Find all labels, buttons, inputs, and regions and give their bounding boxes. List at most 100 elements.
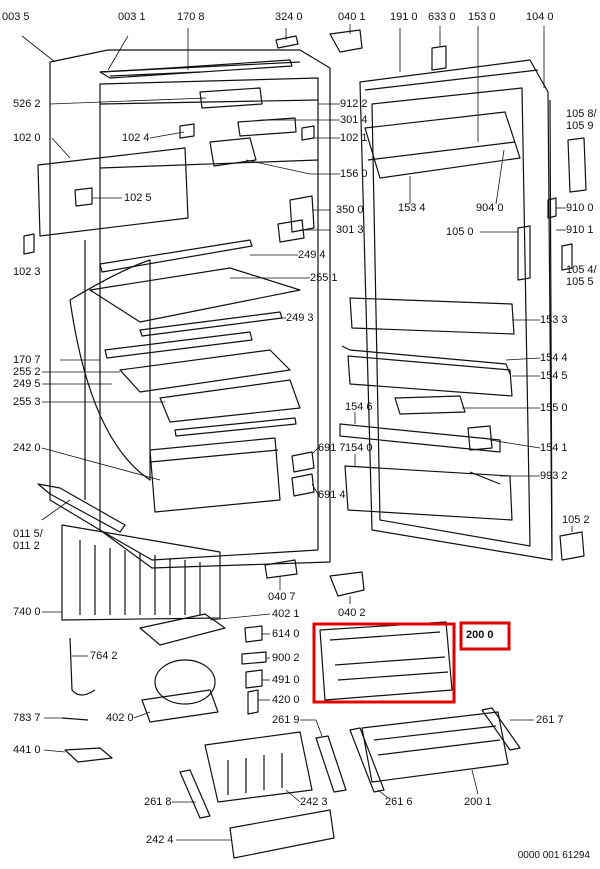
cabinet-top-strip xyxy=(99,61,301,77)
door-part-1550 xyxy=(394,395,466,415)
label-4410: 441 0 xyxy=(13,744,41,756)
label-0407: 040 7 xyxy=(268,591,296,603)
crisper-drawer-front xyxy=(149,449,279,463)
label-2617: 261 7 xyxy=(536,714,564,726)
drawer-front-2424 xyxy=(229,809,335,859)
door-part-1054 xyxy=(561,243,573,271)
rail-2617 xyxy=(481,707,521,751)
label-3240: 324 0 xyxy=(275,11,303,23)
leader-1544 xyxy=(505,357,541,361)
shelf-2001 xyxy=(361,711,509,783)
leader-9040 xyxy=(495,149,505,205)
leader-1020 xyxy=(51,137,71,159)
label-7837: 783 7 xyxy=(13,712,41,724)
label-2423: 242 3 xyxy=(300,796,328,808)
label-3013: 301 3 xyxy=(336,224,364,236)
label-3014: 301 4 xyxy=(340,114,368,126)
freezer-door xyxy=(37,147,189,237)
leader-0031 xyxy=(107,35,129,71)
lamp-cover xyxy=(237,117,297,137)
leader-4020 xyxy=(133,711,151,719)
shelf-strip-2494 xyxy=(99,239,253,273)
shelf-strip-2495 xyxy=(104,331,253,359)
label-1025: 102 5 xyxy=(124,192,152,204)
label-2551: 255 1 xyxy=(310,272,338,284)
label-2001: 200 1 xyxy=(464,796,492,808)
door-shelf-1533 xyxy=(349,297,515,335)
label-4021: 402 1 xyxy=(272,608,300,620)
highlight-box-label xyxy=(459,621,511,651)
part-4410 xyxy=(64,747,113,763)
leader-6914 xyxy=(311,483,319,495)
part-7837 xyxy=(61,717,89,721)
leader-5262 xyxy=(49,97,207,105)
label-0401: 040 1 xyxy=(338,11,366,23)
label-1023: 102 3 xyxy=(13,266,41,278)
leader-2423 xyxy=(285,789,301,803)
base-rail-0115 xyxy=(37,483,126,533)
label-0115: 011 5/011 2 xyxy=(13,528,43,552)
label-0031: 003 1 xyxy=(118,11,146,23)
label-1050: 105 0 xyxy=(446,226,474,238)
part-3500-3013 xyxy=(277,195,315,243)
part-4200 xyxy=(247,689,259,715)
door-shelf-1544 xyxy=(341,345,511,375)
door-inner xyxy=(371,87,531,547)
label-3500: 350 0 xyxy=(336,204,364,216)
label-1530: 153 0 xyxy=(468,11,496,23)
condenser-7400 xyxy=(61,524,221,621)
rail-2619 xyxy=(315,735,347,793)
door-gasket xyxy=(364,69,553,556)
part-0407 xyxy=(264,559,298,579)
door-hinge-1052 xyxy=(559,531,585,561)
door-1910 xyxy=(359,59,553,561)
label-9932: 993 2 xyxy=(540,470,568,482)
label-1550: 155 0 xyxy=(540,402,568,414)
cabinet-body xyxy=(49,49,331,569)
label-1546: 154 6 xyxy=(345,401,373,413)
label-0402: 040 2 xyxy=(338,607,366,619)
label-7400: 740 0 xyxy=(13,606,41,618)
glass-shelf-2551 xyxy=(89,267,301,323)
hinge-0402 xyxy=(329,571,365,597)
leader-2001 xyxy=(471,769,479,795)
label-5262: 526 2 xyxy=(13,98,41,110)
label-1054: 105 4/105 5 xyxy=(566,264,597,288)
label-1534: 153 4 xyxy=(398,202,426,214)
part-4910 xyxy=(245,669,263,689)
drawer-2423-slots xyxy=(227,753,283,795)
leader-1541 xyxy=(489,439,541,449)
cabinet-shelf-line xyxy=(99,159,319,169)
condenser-lines xyxy=(79,540,201,615)
label-2420: 242 0 xyxy=(13,442,41,454)
label-2493: 249 3 xyxy=(286,312,314,324)
highlight-box-part xyxy=(312,622,456,704)
label-1020: 102 0 xyxy=(13,132,41,144)
label-9122: 912 2 xyxy=(340,98,368,110)
label-2494: 249 4 xyxy=(298,249,326,261)
rail-2618 xyxy=(179,769,211,819)
label-6140: 614 0 xyxy=(272,628,300,640)
freezer-door-handle xyxy=(74,187,93,207)
part-9002 xyxy=(241,651,267,665)
label-7642: 764 2 xyxy=(90,650,118,662)
leader-0115 xyxy=(41,499,71,521)
compressor-base-4020 xyxy=(141,689,219,723)
door-part-9100 xyxy=(547,197,557,219)
label-1541: 154 1 xyxy=(540,442,568,454)
label-9002: 900 2 xyxy=(272,652,300,664)
label-1533: 153 3 xyxy=(540,314,568,326)
part-6914 xyxy=(291,473,315,497)
shelf-2001-grid xyxy=(373,725,501,756)
label-9100: 910 0 xyxy=(566,202,594,214)
crisper-shelf-curve xyxy=(69,259,151,481)
door-part-1058 xyxy=(567,137,587,193)
door-shelf-1540 xyxy=(344,465,513,521)
label-6917: 691 7 xyxy=(318,442,346,454)
capillary-7642 xyxy=(69,637,96,696)
drawer-2423 xyxy=(204,731,313,803)
label-1052: 105 2 xyxy=(562,514,590,526)
door-shelf-1530-front xyxy=(367,141,516,161)
part-3240 xyxy=(275,35,299,49)
